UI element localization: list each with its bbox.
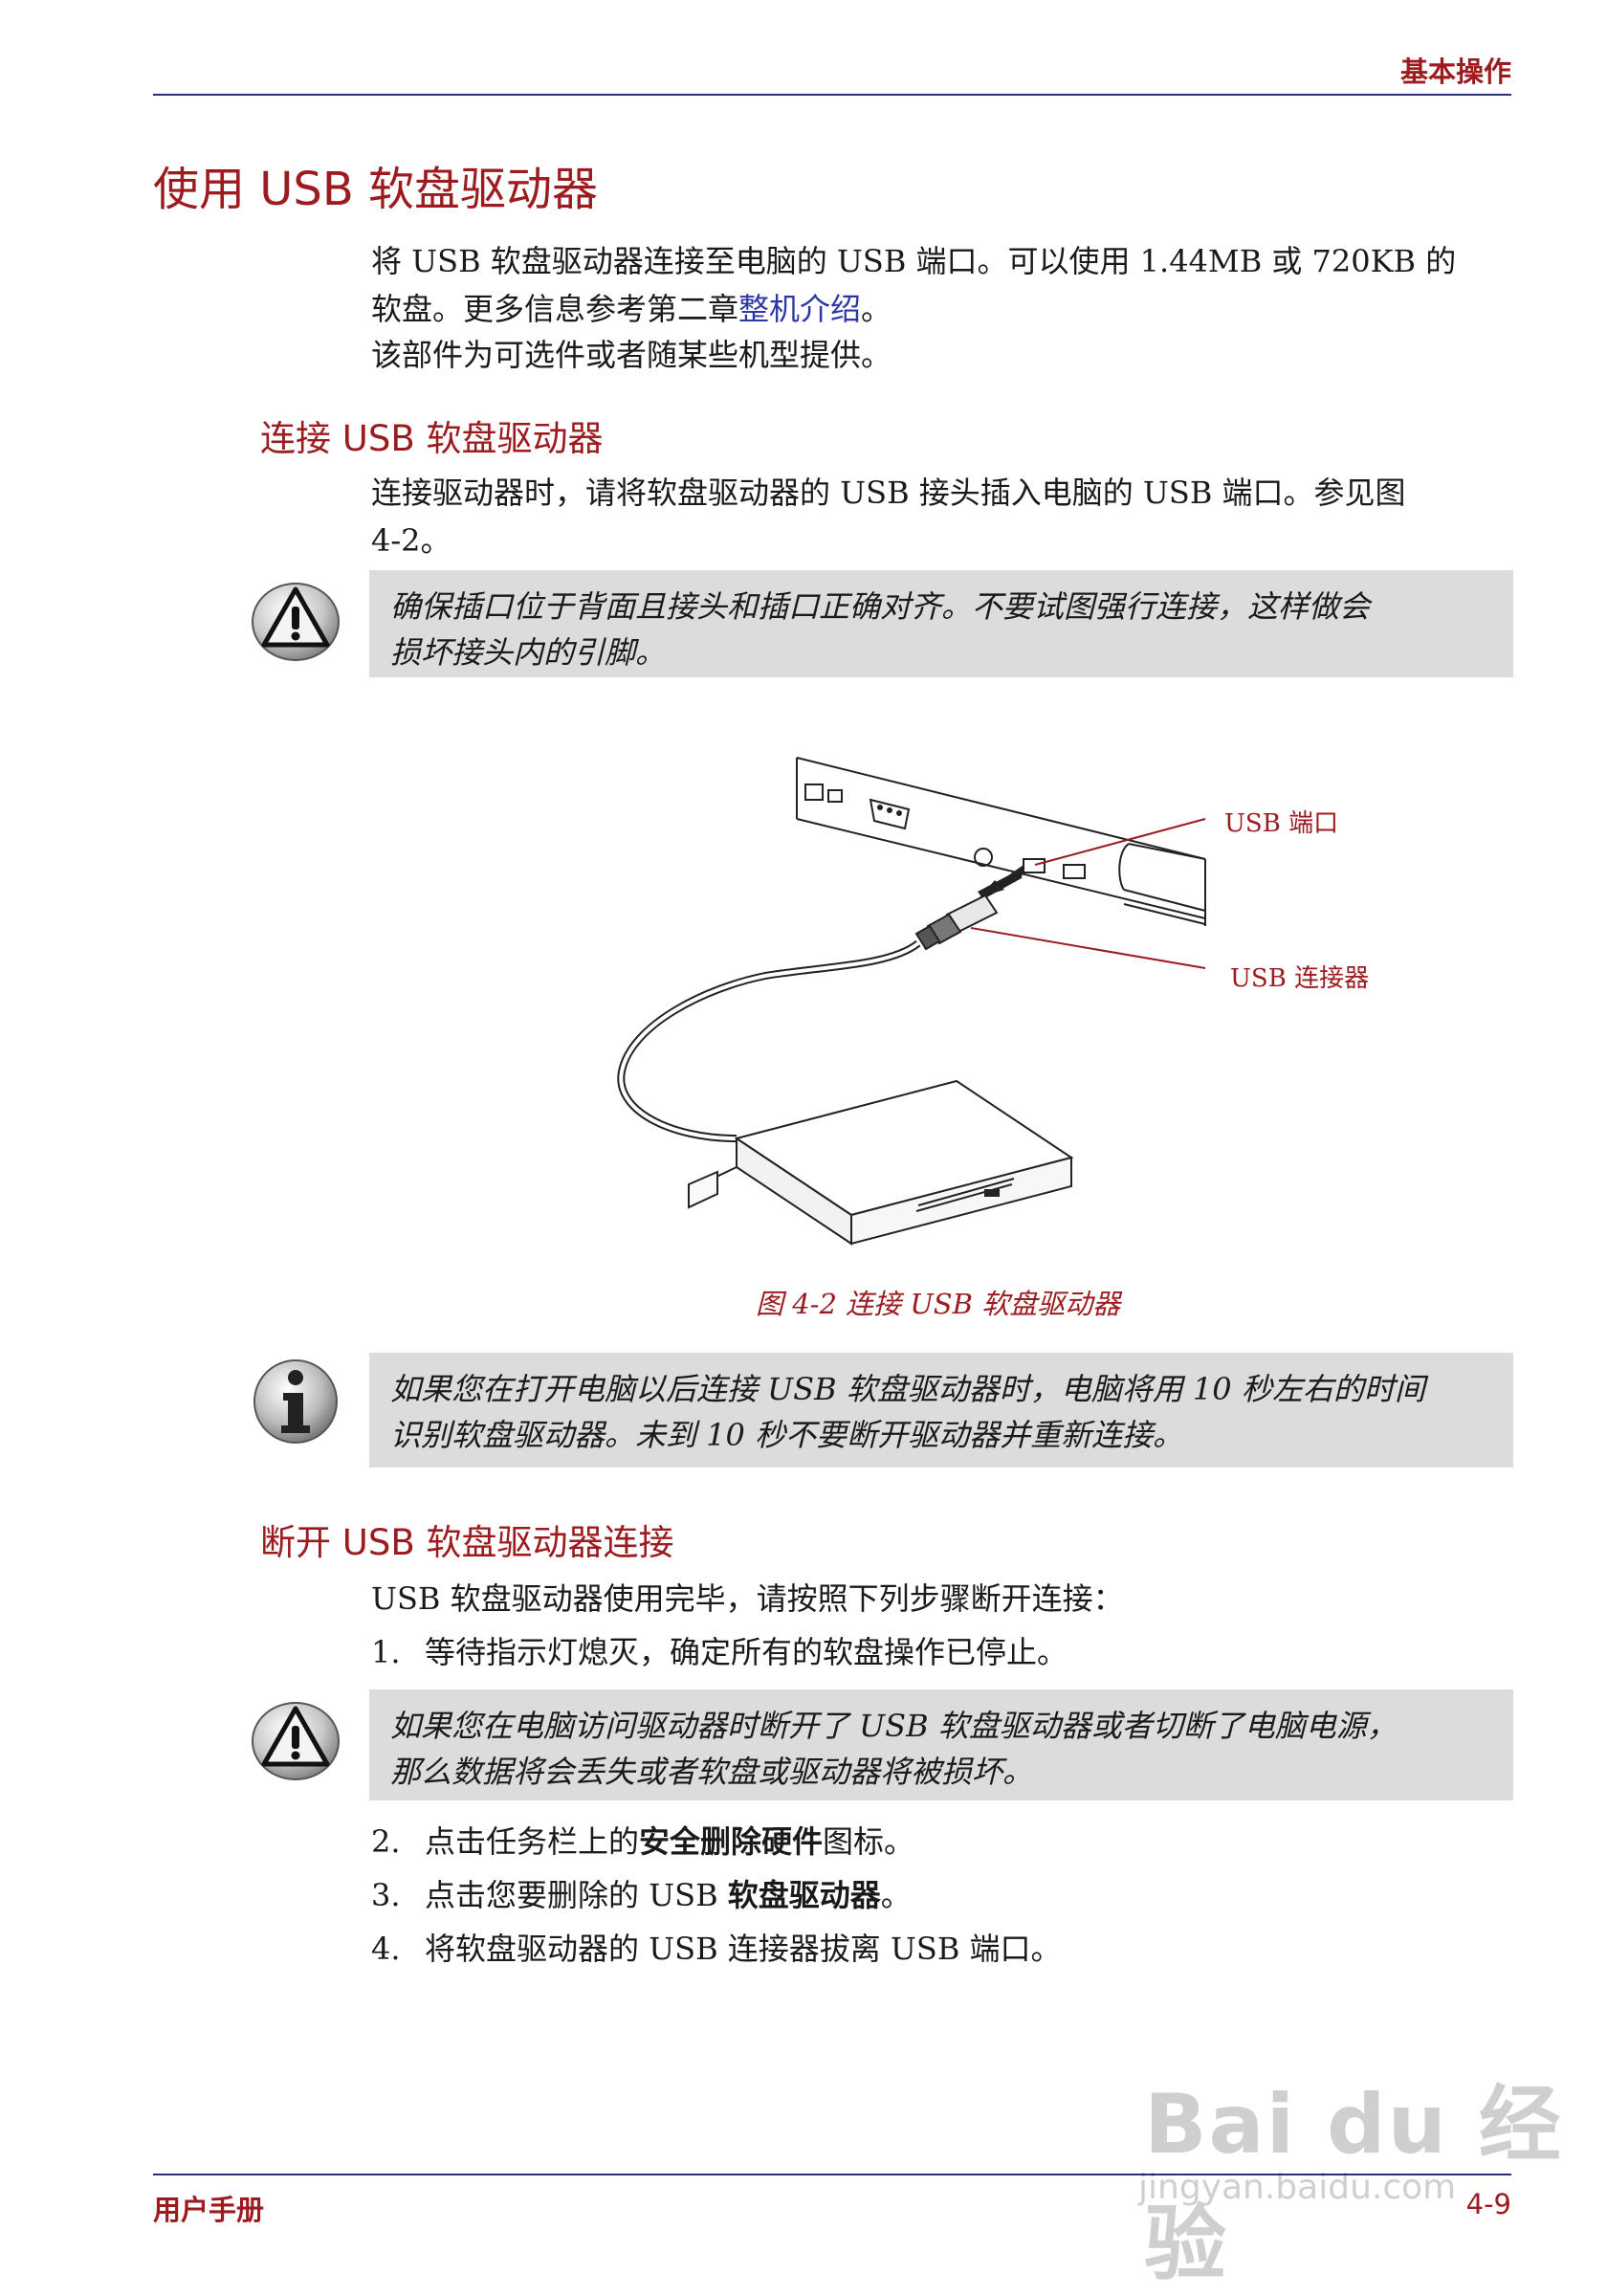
label-usb-port: USB 端口	[1224, 809, 1339, 838]
info-icon	[253, 1359, 338, 1444]
list-item: 1. 等待指示灯熄灭，确定所有的软盘操作已停止。	[371, 1628, 1068, 1676]
page-title: 使用 USB 软盘驱动器	[153, 163, 599, 216]
warning-line-2: 那么数据将会丢失或者软盘或驱动器将被损坏。	[390, 1754, 1034, 1790]
step-text-end: 图标。	[823, 1823, 915, 1860]
intro-line-2: 软盘。更多信息参考第二章整机介绍。	[371, 285, 1515, 333]
warning-line-1: 确保插口位于背面且接头和插口正确对齐。不要试图强行连接，这样做会	[390, 588, 1371, 625]
warning-icon	[252, 583, 340, 661]
intro-line-1: 将 USB 软盘驱动器连接至电脑的 USB 端口。可以使用 1.44MB 或 7…	[371, 243, 1457, 279]
step-number: 4.	[371, 1931, 401, 1967]
intro-paragraph: 将 USB 软盘驱动器连接至电脑的 USB 端口。可以使用 1.44MB 或 7…	[371, 237, 1515, 333]
section-heading-disconnect: 断开 USB 软盘驱动器连接	[260, 1522, 674, 1563]
warning-icon	[252, 1702, 340, 1780]
step-number: 1.	[371, 1634, 401, 1670]
footer-manual-name: 用户手册	[153, 2194, 265, 2226]
usb-floppy-figure	[617, 757, 1206, 1246]
disconnect-intro: USB 软盘驱动器使用完毕，请按照下列步骤断开连接：	[371, 1580, 1124, 1617]
list-item: 3. 点击您要删除的 USB 软盘驱动器。	[371, 1871, 912, 1919]
section-heading-connect: 连接 USB 软盘驱动器	[260, 418, 604, 459]
info-note: 如果您在打开电脑以后连接 USB 软盘驱动器时，电脑将用 10 秒左右的时间 识…	[369, 1353, 1513, 1468]
warning-line-1: 如果您在电脑访问驱动器时断开了 USB 软盘驱动器或者切断了电脑电源，	[390, 1708, 1398, 1744]
step-number: 3.	[371, 1877, 401, 1913]
connect-line-1: 连接驱动器时，请将软盘驱动器的 USB 接头插入电脑的 USB 端口。参见图	[371, 475, 1406, 511]
warning-note-connect: 确保插口位于背面且接头和插口正确对齐。不要试图强行连接，这样做会 损坏接头内的引…	[369, 570, 1513, 677]
step-text: 等待指示灯熄灭，确定所有的软盘操作已停止。	[425, 1634, 1068, 1670]
intro-line-2-end: 。	[861, 291, 892, 327]
connect-paragraph: 连接驱动器时，请将软盘驱动器的 USB 接头插入电脑的 USB 端口。参见图 4…	[371, 469, 1515, 564]
step-text: 点击任务栏上的	[425, 1823, 640, 1860]
list-item: 2. 点击任务栏上的安全删除硬件图标。	[371, 1818, 914, 1866]
info-line-2: 识别软盘驱动器。未到 10 秒不要断开驱动器并重新连接。	[390, 1417, 1184, 1453]
label-usb-connector: USB 连接器	[1230, 964, 1370, 993]
watermark-logo: Bai du 经验	[1144, 2077, 1563, 2292]
info-line-1: 如果您在打开电脑以后连接 USB 软盘驱动器时，电脑将用 10 秒左右的时间	[390, 1371, 1425, 1407]
connect-line-2: 4-2。	[371, 522, 451, 559]
step-text: 将软盘驱动器的 USB 连接器拔离 USB 端口。	[425, 1931, 1062, 1967]
list-item: 4. 将软盘驱动器的 USB 连接器拔离 USB 端口。	[371, 1925, 1062, 1973]
optional-note: 该部件为可选件或者随某些机型提供。	[371, 337, 892, 373]
chapter-link[interactable]: 整机介绍	[738, 291, 862, 327]
header-rule	[153, 94, 1511, 96]
warning-note-disconnect: 如果您在电脑访问驱动器时断开了 USB 软盘驱动器或者切断了电脑电源， 那么数据…	[369, 1689, 1513, 1800]
figure-caption: 图 4-2 连接 USB 软盘驱动器	[756, 1288, 1121, 1320]
step-text: 点击您要删除的 USB	[425, 1877, 728, 1913]
step-text-bold: 软盘驱动器	[727, 1877, 881, 1913]
step-number: 2.	[371, 1823, 401, 1860]
step-text-end: 。	[880, 1877, 912, 1913]
step-text-bold: 安全删除硬件	[639, 1823, 824, 1860]
running-header: 基本操作	[1399, 55, 1511, 88]
footer-rule	[153, 2174, 1511, 2175]
page-number: 4-9	[1465, 2188, 1511, 2220]
warning-line-2: 损坏接头内的引脚。	[390, 634, 667, 671]
intro-line-2-text: 软盘。更多信息参考第二章	[371, 291, 739, 327]
